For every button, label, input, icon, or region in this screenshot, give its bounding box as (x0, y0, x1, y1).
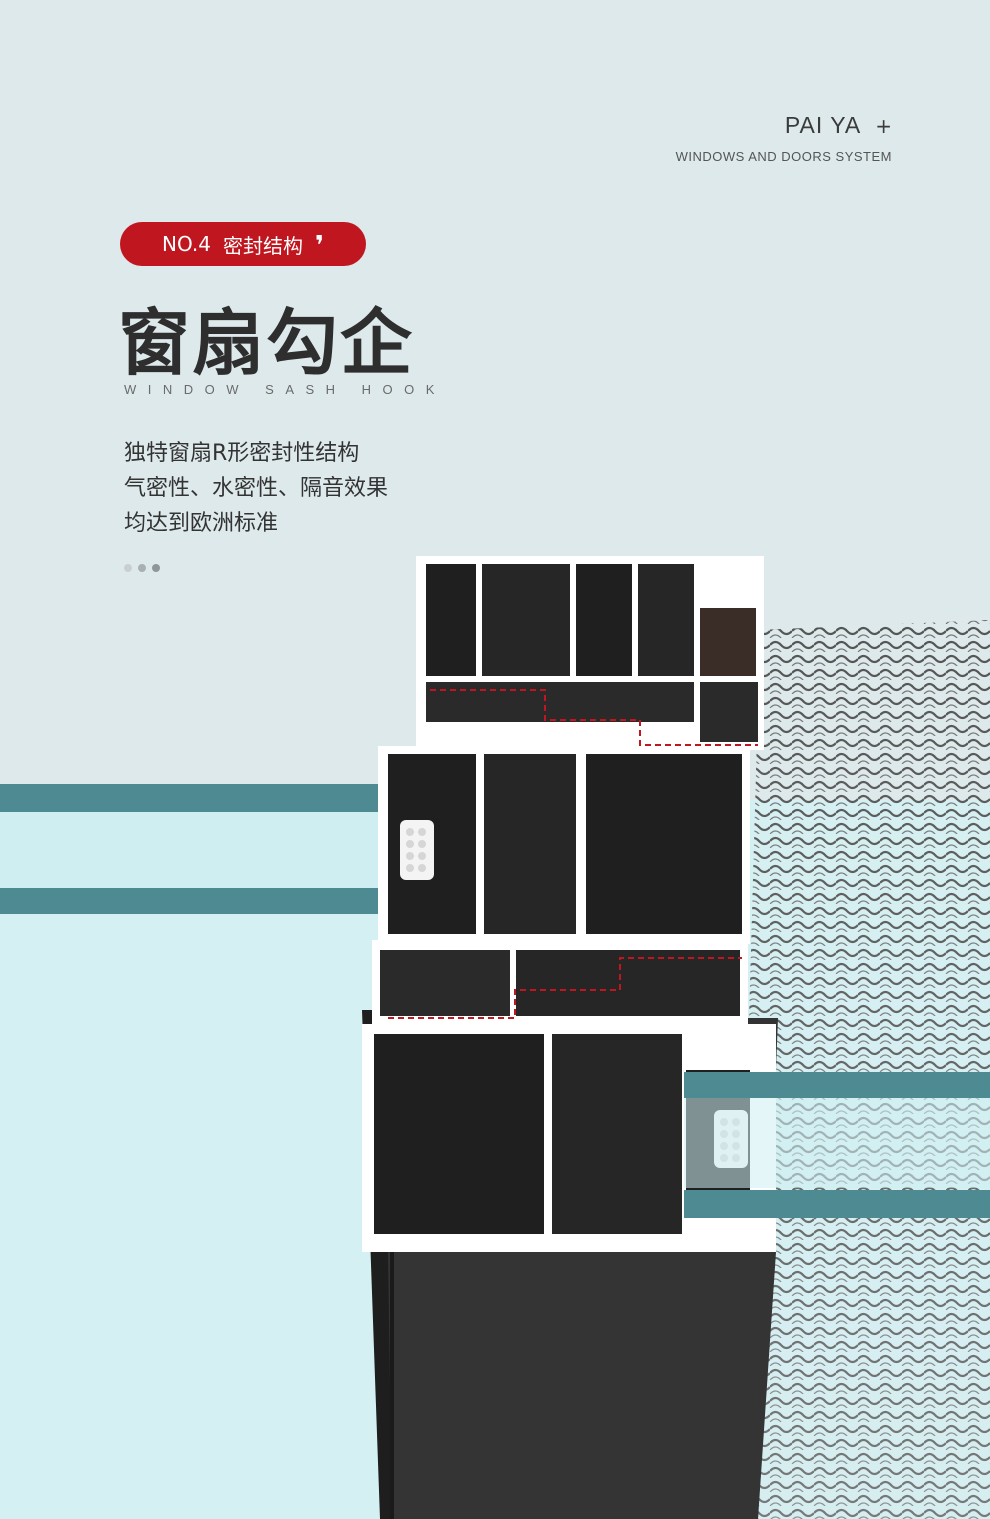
page-title: 窗扇勾企 (118, 301, 415, 385)
profile-middle-sash (378, 746, 750, 944)
section-badge: NO.4 密封结构 ❜ (120, 222, 366, 266)
badge-label: 密封结构 (222, 233, 303, 258)
plus-icon: + (875, 114, 892, 138)
badge-number: NO.4 (162, 232, 211, 256)
quote-mark-icon: ❜ (314, 231, 324, 261)
profile-top-frame (416, 556, 764, 750)
description-line: 均达到欧洲标准 (124, 511, 279, 536)
description-line: 独特窗扇R形密封性结构 (124, 441, 360, 466)
pagination-dot-active (152, 564, 160, 572)
window-profile-illustration (0, 556, 990, 1519)
page-subtitle: WINDOW SASH HOOK (124, 382, 446, 397)
brand-name: PAI YA (784, 112, 862, 138)
pagination-dot (124, 564, 132, 572)
profile-front-face (388, 1252, 776, 1519)
pagination-dots (124, 564, 160, 572)
insect-screen-mesh (735, 620, 990, 1519)
brand-subtitle: WINDOWS AND DOORS SYSTEM (675, 149, 892, 164)
pagination-dot (138, 564, 146, 572)
description-line: 气密性、水密性、隔音效果 (124, 476, 389, 501)
right-glass-panes (684, 1072, 990, 1218)
brand-block: PAI YA + WINDOWS AND DOORS SYSTEM (676, 112, 892, 164)
profile-hook-interlock (372, 940, 748, 1024)
description: 独特窗扇R形密封性结构 气密性、水密性、隔音效果 均达到欧洲标准 (124, 436, 388, 541)
